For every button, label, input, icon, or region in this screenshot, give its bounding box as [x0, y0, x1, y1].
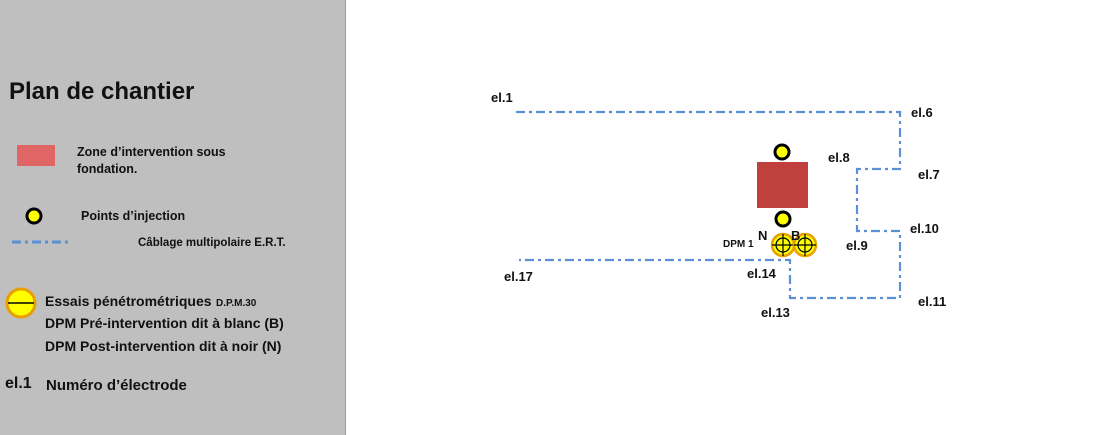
electrode-label-1: el.1 — [491, 90, 513, 105]
penetrometer-b — [792, 232, 818, 258]
legend-panel: Plan de chantier Zone d’intervention sou… — [0, 0, 346, 435]
electrode-label-17: el.17 — [504, 269, 533, 284]
dpm-blanc-label: DPM Pré-intervention dit à blanc (B) — [45, 315, 284, 331]
injection-point-bottom — [774, 210, 792, 228]
legend-title: Plan de chantier — [9, 78, 195, 105]
penetro-label: Essais pénétrométriques — [45, 293, 212, 309]
zone-label: Zone d’intervention sous fondation. — [77, 145, 226, 176]
electrode-label-7: el.7 — [918, 167, 940, 182]
electrode-label-13: el.13 — [761, 305, 790, 320]
penetrometer-icon — [5, 287, 37, 319]
dpm-label: DPM 1 — [723, 239, 754, 250]
electrode-label-6: el.6 — [911, 105, 933, 120]
electrode-label-9: el.9 — [846, 238, 868, 253]
n-label: N — [758, 228, 767, 243]
electrode-label-8: el.8 — [828, 150, 850, 165]
cable-line-icon — [12, 240, 68, 244]
electrode-code: el.1 — [5, 375, 32, 392]
b-label: B — [791, 228, 800, 243]
cable-label: Câblage multipolaire E.R.T. — [138, 237, 286, 249]
injection-point-icon — [25, 207, 43, 225]
penetro-title-line: Essais pénétrométriques D.P.M.30 — [45, 293, 256, 311]
intervention-zone — [757, 162, 808, 208]
injection-label: Points d’injection — [81, 209, 186, 223]
injection-point-top — [773, 143, 791, 161]
electrode-label-14: el.14 — [747, 266, 777, 281]
electrode-label-10: el.10 — [910, 221, 939, 236]
dpm-noir-label: DPM Post-intervention dit à noir (N) — [45, 338, 282, 354]
cable-line-upper — [516, 110, 902, 300]
zone-swatch — [17, 145, 55, 166]
electrode-label: Numéro d’électrode — [46, 377, 187, 394]
penetro-suffix: D.P.M.30 — [215, 298, 257, 309]
electrode-label-11: el.11 — [918, 294, 946, 309]
